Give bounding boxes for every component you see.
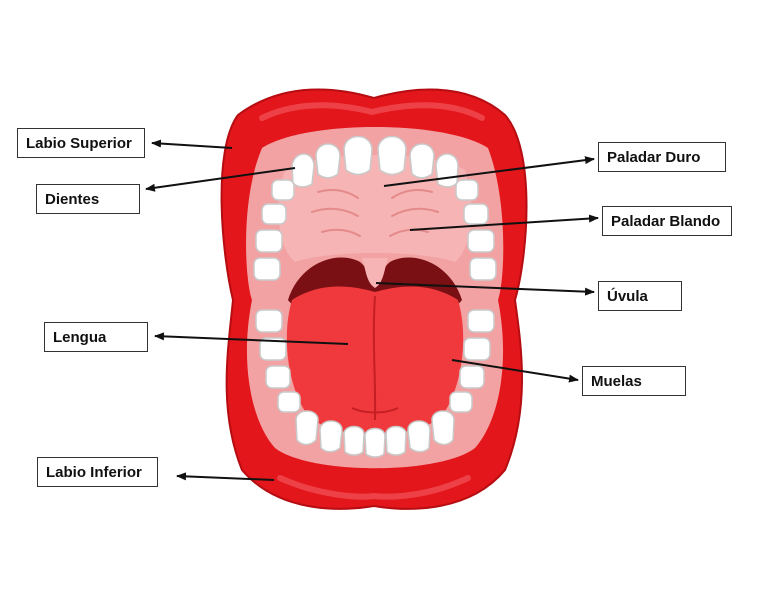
arrow-labio-inferior [176,472,275,481]
label-muelas: Muelas [582,366,686,396]
label-dientes: Dientes [36,184,140,214]
lower-teeth [255,309,495,458]
leader-arrows [145,139,599,481]
arrow-paladar-blando [409,214,599,231]
upper-lip-highlight [259,102,485,121]
upper-teeth [253,135,497,281]
label-paladar-blando: Paladar Blando [602,206,732,236]
palate-ridges [311,189,439,237]
uvula [362,258,388,288]
lower-lip-highlight [277,475,471,500]
arrow-dientes [145,167,296,192]
tongue-tip-shade [351,407,399,414]
arrow-muelas [451,359,579,383]
tongue-midline [372,295,377,421]
arrow-labio-superior [151,139,233,149]
label-labio-inferior: Labio Inferior [37,457,158,487]
label-paladar-duro: Paladar Duro [598,142,726,172]
arrow-paladar-duro [383,156,595,187]
label-uvula: Úvula [598,281,682,311]
arrow-uvula [375,282,595,296]
label-labio-superior: Labio Superior [17,128,145,158]
label-lengua: Lengua [44,322,148,352]
arrow-lengua [154,332,349,345]
